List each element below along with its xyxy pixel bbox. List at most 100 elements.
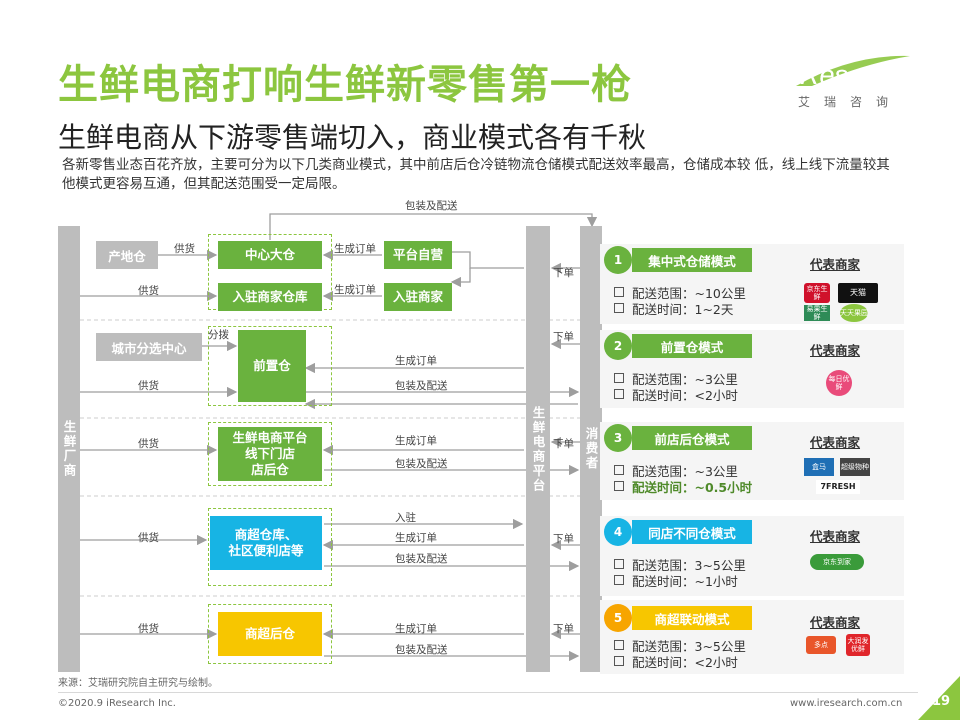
model-2-time-text: 配送时间：<2小时 <box>632 388 738 403</box>
label-place-order-2: 下单 <box>553 331 574 343</box>
page-description: 各新零售业态百花齐放，主要可分为以下几类商业模式，其中前店后仓冷链物流仓储模式配… <box>62 157 890 192</box>
logo-swoosh-icon <box>796 55 910 86</box>
label-order-6: 生成订单 <box>395 623 437 635</box>
page-subtitle: 生鲜电商从下游零售端切入，商业模式各有千秋 <box>58 121 647 154</box>
label-order-4: 生成订单 <box>395 435 437 447</box>
label-supply-5: 供货 <box>138 532 159 544</box>
model-2-number: 2 <box>604 332 632 360</box>
label-supply-3: 供货 <box>138 380 159 392</box>
model-1-name: 集中式仓储模式 <box>632 248 752 272</box>
supermarket-group-dash <box>208 508 332 586</box>
merchant-warehouse-box: 入驻商家仓库 <box>218 283 322 311</box>
front-warehouse-box: 前置仓 <box>238 330 306 402</box>
model-3-time-text: 配送时间：~0.5小时 <box>632 480 753 495</box>
model-3-name: 前店后仓模式 <box>632 426 752 450</box>
model-4-range: 配送范围：3~5公里 <box>614 558 746 574</box>
label-order-1: 生成订单 <box>334 243 376 255</box>
label-supply-4: 供货 <box>138 438 159 450</box>
platform-bar: 生鲜电商平台 <box>526 226 550 672</box>
model-2-name: 前置仓模式 <box>632 334 752 358</box>
label-supply-1: 供货 <box>174 243 195 255</box>
merchant-box: 入驻商家 <box>384 283 452 311</box>
bullet-square-icon <box>614 389 624 399</box>
model-2-rep-label: 代表商家 <box>810 343 861 358</box>
central-warehouse-box: 中心大仓 <box>218 241 322 269</box>
footer-url: www.iresearch.com.cn <box>790 698 903 709</box>
label-order-5: 生成订单 <box>395 532 437 544</box>
consumer-bar: 消费者 <box>580 226 602 672</box>
model-5-range: 配送范围：3~5公里 <box>614 639 746 655</box>
model-4-number: 4 <box>604 518 632 546</box>
bullet-square-icon <box>614 465 624 475</box>
page-corner-icon <box>918 676 960 720</box>
bullet-square-icon <box>614 640 624 650</box>
bullet-square-icon <box>614 656 624 666</box>
source-note: 来源：艾瑞研究院自主研究与绘制。 <box>58 678 218 689</box>
origin-warehouse-box: 产地仓 <box>96 241 158 269</box>
manufacturer-label: 生鲜厂商 <box>61 420 77 478</box>
copyright: ©2020.9 iResearch Inc. <box>58 698 176 709</box>
self-operated-box: 平台自营 <box>384 241 452 269</box>
model-5-range-text: 配送范围：3~5公里 <box>632 639 746 654</box>
merchant-jd-fresh-logo: 京东生鲜 <box>804 283 830 303</box>
merchant-rt-mart-logo: 大润发优鲜 <box>846 634 870 656</box>
page-title: 生鲜电商打响生鲜新零售第一枪 <box>58 62 632 108</box>
model-3-range-text: 配送范围：~3公里 <box>632 464 738 479</box>
page-number: 19 <box>932 694 951 709</box>
label-pack-5: 包装及配送 <box>395 553 448 565</box>
logo-text: iResearch <box>794 60 916 90</box>
merchant-jd-daojia-logo: 京东到家 <box>810 554 864 570</box>
model-4-time-text: 配送时间：~1小时 <box>632 574 738 589</box>
label-place-order-1: 下单 <box>553 267 574 279</box>
model-1-range: 配送范围：~10公里 <box>614 286 746 302</box>
model-2-time: 配送时间：<2小时 <box>614 388 738 404</box>
model-1-time-text: 配送时间：1~2天 <box>632 302 734 317</box>
merchant-tmall-logo: 天猫 <box>838 283 878 303</box>
merchant-tiantian-logo: 天天果园 <box>840 304 868 322</box>
label-supply-6: 供货 <box>138 623 159 635</box>
logo-subtext: 艾瑞咨询 <box>798 95 903 109</box>
label-order-3: 生成订单 <box>395 355 437 367</box>
model-3-number: 3 <box>604 424 632 452</box>
model-5-number: 5 <box>604 604 632 632</box>
model-3-time: 配送时间：~0.5小时 <box>614 480 752 496</box>
supermarket-back-box: 商超后仓 <box>218 612 322 656</box>
merchant-7fresh-logo: 7FRESH <box>816 480 860 494</box>
model-4-range-text: 配送范围：3~5公里 <box>632 558 746 573</box>
bullet-square-icon <box>614 303 624 313</box>
label-place-order-3: 下单 <box>553 438 574 450</box>
bullet-square-icon <box>614 559 624 569</box>
bullet-square-icon <box>614 287 624 297</box>
front-store-box: 生鲜电商平台 线下门店 店后仓 <box>218 427 322 481</box>
model-5-time-text: 配送时间：<2小时 <box>632 655 738 670</box>
model-5-rep-label: 代表商家 <box>810 615 861 630</box>
model-3-rep-label: 代表商家 <box>810 435 861 450</box>
city-sorting-box: 城市分选中心 <box>96 333 202 361</box>
merchant-hema-logo: 盒马 <box>804 458 834 476</box>
platform-label: 生鲜电商平台 <box>530 405 546 493</box>
top-pack-label: 包装及配送 <box>405 200 458 212</box>
label-place-order-4: 下单 <box>553 533 574 545</box>
model-5-time: 配送时间：<2小时 <box>614 655 738 671</box>
bullet-square-icon <box>614 575 624 585</box>
model-5-name: 商超联动模式 <box>632 606 752 630</box>
model-1-range-text: 配送范围：~10公里 <box>632 286 746 301</box>
model-4-rep-label: 代表商家 <box>810 529 861 544</box>
footer-divider <box>58 692 918 693</box>
back-group-dash <box>208 604 332 664</box>
merchant-dmall-logo: 多点 <box>806 636 836 654</box>
bullet-square-icon <box>614 373 624 383</box>
model-2-range-text: 配送范围：~3公里 <box>632 372 738 387</box>
store-group-dash <box>208 422 332 486</box>
label-settle: 入驻 <box>395 512 416 524</box>
merchant-yiguo-logo: 易果生鲜 <box>804 305 830 321</box>
model-4-time: 配送时间：~1小时 <box>614 574 738 590</box>
model-2-range: 配送范围：~3公里 <box>614 372 738 388</box>
merchant-super-species-logo: 超级物种 <box>840 458 870 476</box>
bullet-square-icon <box>614 481 624 491</box>
label-order-2: 生成订单 <box>334 284 376 296</box>
label-pack-6: 包装及配送 <box>395 644 448 656</box>
front-group-dash <box>208 326 332 406</box>
model-3-range: 配送范围：~3公里 <box>614 464 738 480</box>
label-place-order-5: 下单 <box>553 623 574 635</box>
